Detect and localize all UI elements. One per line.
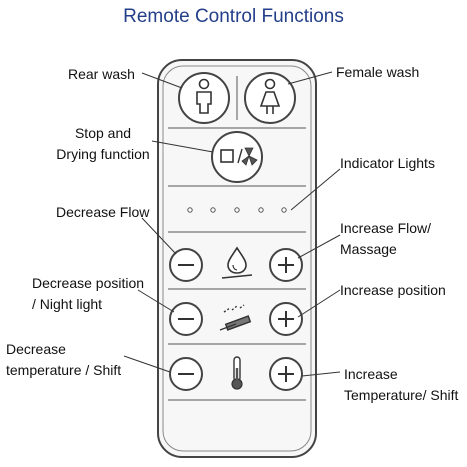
- label-rear-wash: Rear wash: [68, 66, 135, 82]
- water-drop-icon: [221, 246, 253, 279]
- plus-icon: [278, 257, 294, 273]
- diagram-title: Remote Control Functions: [123, 6, 344, 27]
- plus-icon: [278, 366, 294, 382]
- label-decrease-temperature: Decrease temperature / Shift: [6, 341, 121, 379]
- decrease-temperature-button[interactable]: [169, 357, 203, 391]
- label-increase-temperature: Increase Temperature/ Shift: [344, 366, 458, 404]
- label-female-wash: Female wash: [336, 64, 420, 80]
- increase-temperature-button[interactable]: [269, 357, 303, 391]
- decrease-position-button[interactable]: [169, 302, 203, 336]
- label-decrease-position: Decrease position / Night light: [32, 275, 144, 313]
- remote-inner-outline: [162, 65, 312, 452]
- label-stop-drying: Stop and Drying function: [40, 125, 166, 163]
- label-decrease-flow: Decrease Flow: [56, 204, 150, 220]
- position-nozzle-icon: [219, 304, 252, 331]
- label-decrease-temperature-line2: temperature / Shift: [6, 362, 122, 378]
- plus-icon: [278, 311, 294, 327]
- indicator-lights: [187, 207, 287, 213]
- panel-dividers: [168, 76, 306, 401]
- label-stop-drying-line1: Stop and: [74, 125, 132, 141]
- label-increase-flow-line1: Increase Flow/: [340, 220, 432, 236]
- thermometer-icon: [231, 356, 243, 390]
- label-indicator-lights: Indicator Lights: [340, 155, 435, 171]
- label-increase-flow: Increase Flow/ Massage: [340, 220, 431, 258]
- label-decrease-position-line2: / Night light: [32, 296, 103, 312]
- label-increase-flow-line2: Massage: [340, 241, 397, 257]
- increase-flow-button[interactable]: [269, 248, 303, 282]
- indicator-light: [281, 207, 287, 213]
- stop-drying-button[interactable]: [211, 131, 263, 183]
- female-wash-button[interactable]: [244, 72, 296, 124]
- stop-square-icon: [220, 149, 234, 163]
- indicator-light: [234, 207, 240, 213]
- female-wash-person-icon: [259, 78, 281, 114]
- label-increase-temperature-line1: Increase: [344, 366, 398, 382]
- indicator-light: [258, 207, 264, 213]
- label-stop-drying-line2: Drying function: [56, 146, 150, 162]
- label-increase-temperature-line2: Temperature/ Shift: [344, 387, 459, 403]
- label-increase-position: Increase position: [340, 282, 446, 298]
- rear-wash-button[interactable]: [178, 72, 230, 124]
- rear-wash-person-icon: [196, 78, 212, 114]
- leader-lines: [123, 71, 341, 377]
- label-decrease-temperature-line1: Decrease: [6, 341, 66, 357]
- indicator-light: [210, 207, 216, 213]
- indicator-light: [187, 207, 193, 213]
- decrease-flow-button[interactable]: [169, 248, 203, 282]
- label-decrease-position-line1: Decrease position: [32, 275, 145, 291]
- drying-fan-icon: [241, 147, 258, 166]
- increase-position-button[interactable]: [269, 302, 303, 336]
